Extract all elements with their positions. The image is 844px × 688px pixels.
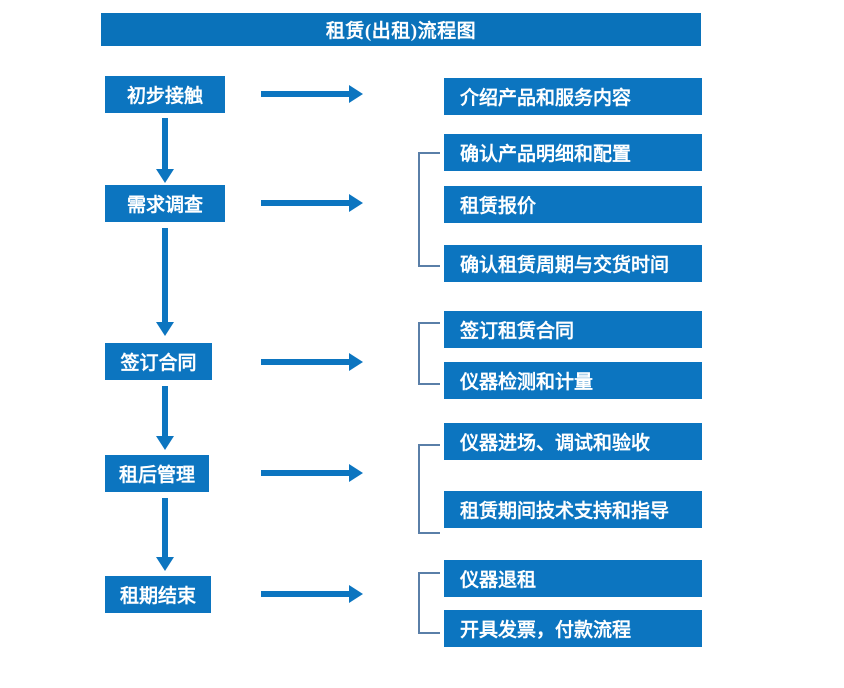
down-arrow-icon-1 bbox=[156, 118, 174, 183]
detail-box-g2-3[interactable]: 确认租赁周期与交货时间 bbox=[444, 245, 702, 282]
page-title: 租赁(出租)流程图 bbox=[101, 13, 701, 46]
stage-box-4[interactable]: 租后管理 bbox=[105, 455, 209, 492]
right-arrow-icon-1 bbox=[261, 85, 363, 103]
detail-box-g1-1[interactable]: 介绍产品和服务内容 bbox=[444, 78, 702, 115]
right-arrow-icon-2 bbox=[261, 194, 363, 212]
right-arrow-icon-4 bbox=[261, 464, 363, 482]
right-arrow-icon-5 bbox=[261, 585, 363, 603]
right-arrow-icon-3 bbox=[261, 353, 363, 371]
detail-box-g2-1[interactable]: 确认产品明细和配置 bbox=[444, 134, 702, 171]
detail-box-g4-1[interactable]: 仪器进场、调试和验收 bbox=[444, 423, 702, 460]
group-bracket-5 bbox=[418, 572, 440, 634]
detail-box-g5-1[interactable]: 仪器退租 bbox=[444, 560, 702, 597]
stage-box-2[interactable]: 需求调查 bbox=[105, 185, 225, 222]
stage-box-5[interactable]: 租期结束 bbox=[105, 576, 211, 613]
stage-box-3[interactable]: 签订合同 bbox=[105, 343, 212, 380]
detail-box-g3-1[interactable]: 签订租赁合同 bbox=[444, 311, 702, 348]
down-arrow-icon-3 bbox=[156, 386, 174, 450]
detail-box-g4-2[interactable]: 租赁期间技术支持和指导 bbox=[444, 491, 702, 528]
down-arrow-icon-4 bbox=[156, 498, 174, 571]
detail-box-g3-2[interactable]: 仪器检测和计量 bbox=[444, 362, 702, 399]
group-bracket-3 bbox=[418, 322, 440, 385]
detail-box-g2-2[interactable]: 租赁报价 bbox=[444, 186, 702, 223]
stage-box-1[interactable]: 初步接触 bbox=[105, 76, 225, 113]
group-bracket-2 bbox=[418, 152, 440, 267]
down-arrow-icon-2 bbox=[156, 228, 174, 336]
group-bracket-4 bbox=[418, 444, 440, 534]
detail-box-g5-2[interactable]: 开具发票，付款流程 bbox=[444, 610, 702, 647]
